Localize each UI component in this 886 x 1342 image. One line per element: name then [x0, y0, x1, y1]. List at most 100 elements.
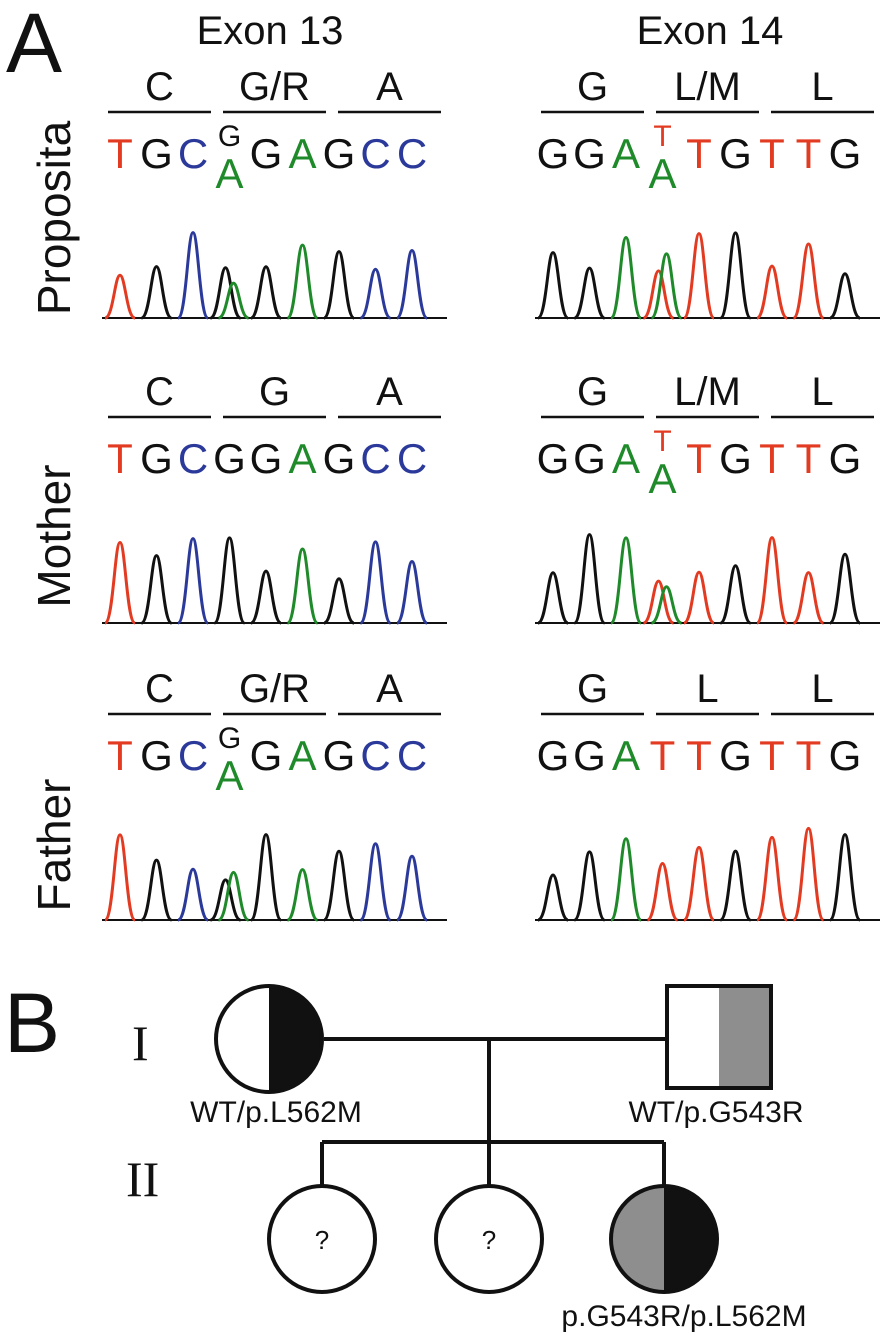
row-label-mother: Mother	[28, 464, 80, 607]
base-letter: G	[213, 435, 246, 482]
base-letter: G	[719, 435, 752, 482]
trace-peak	[792, 571, 825, 625]
base-letter: G	[829, 732, 862, 779]
base-letter: G	[573, 732, 606, 779]
base-top: G	[218, 120, 241, 153]
trace-peak	[140, 554, 173, 625]
codon-label: L	[696, 667, 718, 711]
base-letter: T	[759, 130, 785, 177]
base-letter: T	[107, 732, 133, 779]
base-bottom: A	[648, 455, 676, 502]
base-letter: G	[323, 130, 356, 177]
pedigree-lines	[320, 1037, 667, 1185]
base-letter: T	[650, 732, 676, 779]
trace-peak	[209, 266, 242, 320]
base-letter: G	[573, 130, 606, 177]
base-letter: G	[140, 435, 173, 482]
trace-peak	[286, 868, 319, 922]
exon14-title: Exon 14	[637, 9, 784, 53]
generation-ii-label: II	[126, 1151, 159, 1207]
base-letter: G	[140, 130, 173, 177]
base-letter: G	[719, 732, 752, 779]
trace-peak	[609, 235, 643, 320]
base-letter: A	[612, 435, 640, 482]
base-letter: G	[829, 435, 862, 482]
child-2-unknown: ?	[482, 1225, 496, 1255]
base-letter: A	[612, 732, 640, 779]
base-letter: G	[719, 130, 752, 177]
trace-peak	[609, 837, 643, 922]
base-letter: G	[250, 130, 283, 177]
base-letter: C	[178, 732, 208, 779]
row-label-proposita: Proposita	[28, 120, 80, 315]
exon13-title: Exon 13	[197, 9, 344, 53]
trace-peak	[719, 849, 752, 922]
base-letter: G	[573, 435, 606, 482]
base-letter: G	[829, 130, 862, 177]
base-letter: G	[250, 732, 283, 779]
trace-peak	[573, 266, 606, 320]
base-letter: T	[107, 435, 133, 482]
trace-peak	[755, 536, 789, 625]
base-letter: C	[360, 732, 390, 779]
trace-peak	[395, 560, 429, 625]
trace-peak	[683, 570, 715, 625]
trace-peak	[359, 540, 392, 625]
trace-peak	[650, 585, 683, 625]
trace-peak	[537, 873, 569, 922]
pedigree-child-2: ?	[434, 1184, 544, 1294]
codon-label: C	[145, 667, 174, 711]
proposita-genotype: p.G543R/p.L562M	[561, 1300, 806, 1333]
trace-peak	[209, 878, 242, 922]
base-letter: C	[397, 435, 427, 482]
codon-label: C	[145, 65, 174, 109]
codon-label: L/M	[674, 65, 741, 109]
codon-label: L/M	[674, 370, 741, 414]
base-letter: C	[178, 130, 208, 177]
trace-peak	[250, 569, 282, 625]
trace-peak	[286, 243, 319, 320]
base-letter: G	[140, 732, 173, 779]
panel-a-letter: A	[6, 0, 62, 90]
trace-peak	[323, 577, 355, 625]
trace-peak	[573, 533, 606, 625]
base-letter: G	[323, 732, 356, 779]
generation-i-label: I	[132, 1015, 149, 1071]
trace-peak	[755, 835, 789, 922]
trace-peak	[217, 281, 250, 320]
trace-peak	[682, 845, 716, 922]
trace-peak	[395, 248, 429, 320]
base-bottom: A	[215, 150, 243, 197]
base-letter: A	[288, 732, 316, 779]
trace-peak	[792, 242, 825, 320]
base-letter: C	[360, 435, 390, 482]
trace-peak	[176, 231, 210, 320]
base-bottom: A	[215, 752, 243, 799]
base-letter: T	[796, 435, 822, 482]
trace-peak	[829, 272, 861, 320]
base-letter: T	[107, 130, 133, 177]
base-letter: C	[178, 435, 208, 482]
codon-label: A	[376, 667, 403, 711]
codon-label: L	[811, 65, 833, 109]
base-letter: T	[686, 732, 712, 779]
codon-label: G	[577, 65, 608, 109]
base-letter: C	[397, 130, 427, 177]
codon-label: L	[811, 667, 833, 711]
base-letter: G	[537, 435, 570, 482]
father-genotype: WT/p.G543R	[628, 1096, 803, 1129]
mother-genotype: WT/p.L562M	[190, 1096, 362, 1129]
trace-peak	[103, 833, 137, 922]
trace-peak	[828, 552, 862, 625]
trace-peak	[536, 571, 570, 625]
trace-peak	[828, 833, 862, 922]
base-bottom: A	[648, 150, 676, 197]
base-letter: G	[250, 435, 283, 482]
